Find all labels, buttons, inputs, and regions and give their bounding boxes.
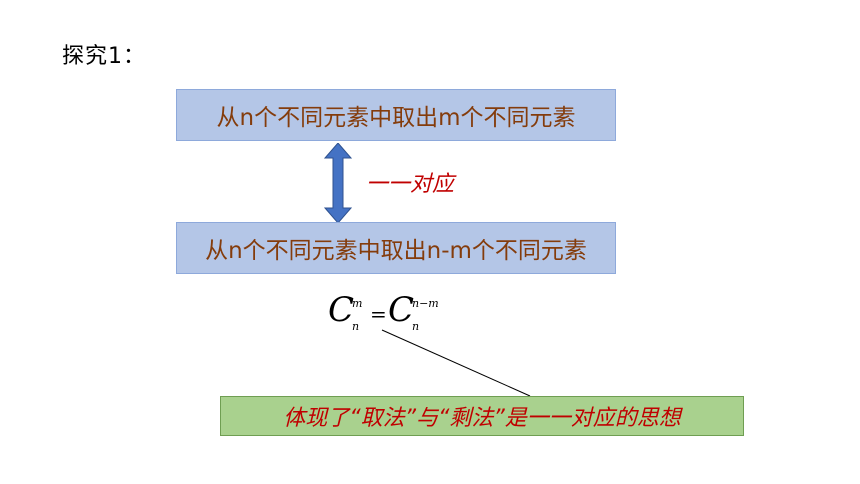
choose-m-box: 从n个不同元素中取出m个不同元素 [176,89,616,141]
formula-left-symbol: C [328,290,355,330]
conclusion-text: 体现了“取法”与“剩法”是一一对应的思想 [283,406,681,431]
formula-equals: = [370,302,387,326]
conclusion-callout: 体现了“取法”与“剩法”是一一对应的思想 [220,396,744,436]
choose-n-minus-m-box: 从n个不同元素中取出n-m个不同元素 [176,222,616,274]
formula-right-symbol: C [388,290,415,330]
double-arrow-icon [324,143,352,223]
formula-right-superscript: n−m [412,297,439,310]
choose-n-minus-m-text: 从n个不同元素中取出n-m个不同元素 [205,238,587,264]
correspondence-label: 一一对应 [366,172,455,197]
formula-left-subscript: n [352,320,360,333]
slide-title: 探究1： [62,44,146,69]
formula-left-superscript: m [352,297,363,310]
formula-right-subscript: n [412,320,420,333]
choose-m-text: 从n个不同元素中取出m个不同元素 [216,105,576,131]
